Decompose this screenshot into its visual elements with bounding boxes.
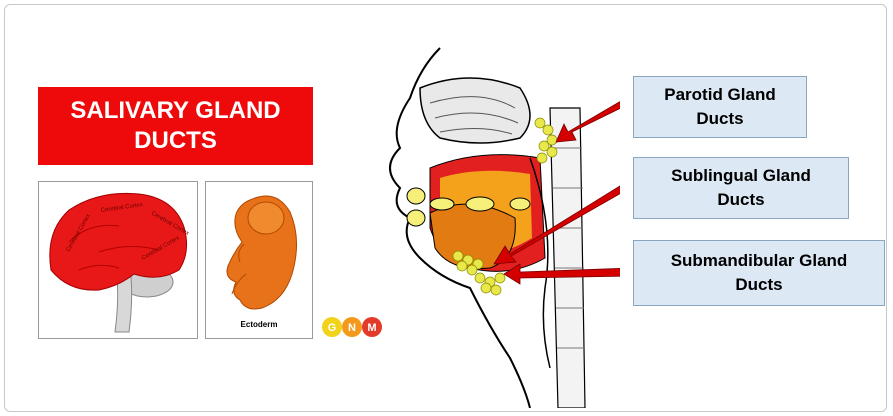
logo-letter-m: M — [367, 322, 376, 334]
head-cross-section-illustration — [380, 28, 620, 408]
submandibular-gland — [475, 273, 505, 295]
embryo-label: Ectoderm — [206, 320, 312, 329]
slide-title: SALIVARY GLAND DUCTS — [38, 87, 313, 165]
embryo-image-panel: Ectoderm — [205, 181, 313, 339]
logo-letter-n: N — [348, 322, 356, 334]
callout-3-line-2: Ducts — [634, 273, 884, 297]
sublingual-gland-ducts-label: Sublingual Gland Ducts — [633, 157, 849, 219]
callout-1-line-1: Parotid Gland — [634, 83, 806, 107]
title-line-2: DUCTS — [38, 126, 313, 156]
submandibular-gland-ducts-label: Submandibular Gland Ducts — [633, 240, 885, 306]
brain-image-panel: Cerebral Cortex Cerebral Cortex Cerebral… — [38, 181, 198, 339]
parotid-gland-ducts-label: Parotid Gland Ducts — [633, 76, 807, 138]
gnm-logo: G N M — [322, 316, 384, 338]
logo-letter-g: G — [328, 322, 337, 334]
callout-1-line-2: Ducts — [634, 107, 806, 131]
title-line-1: SALIVARY GLAND — [38, 96, 313, 126]
embryo-illustration — [206, 182, 312, 338]
callout-2-line-2: Ducts — [634, 188, 848, 212]
brain-illustration: Cerebral Cortex Cerebral Cortex Cerebral… — [39, 182, 197, 338]
callout-3-line-1: Submandibular Gland — [634, 249, 884, 273]
callout-2-line-1: Sublingual Gland — [634, 164, 848, 188]
